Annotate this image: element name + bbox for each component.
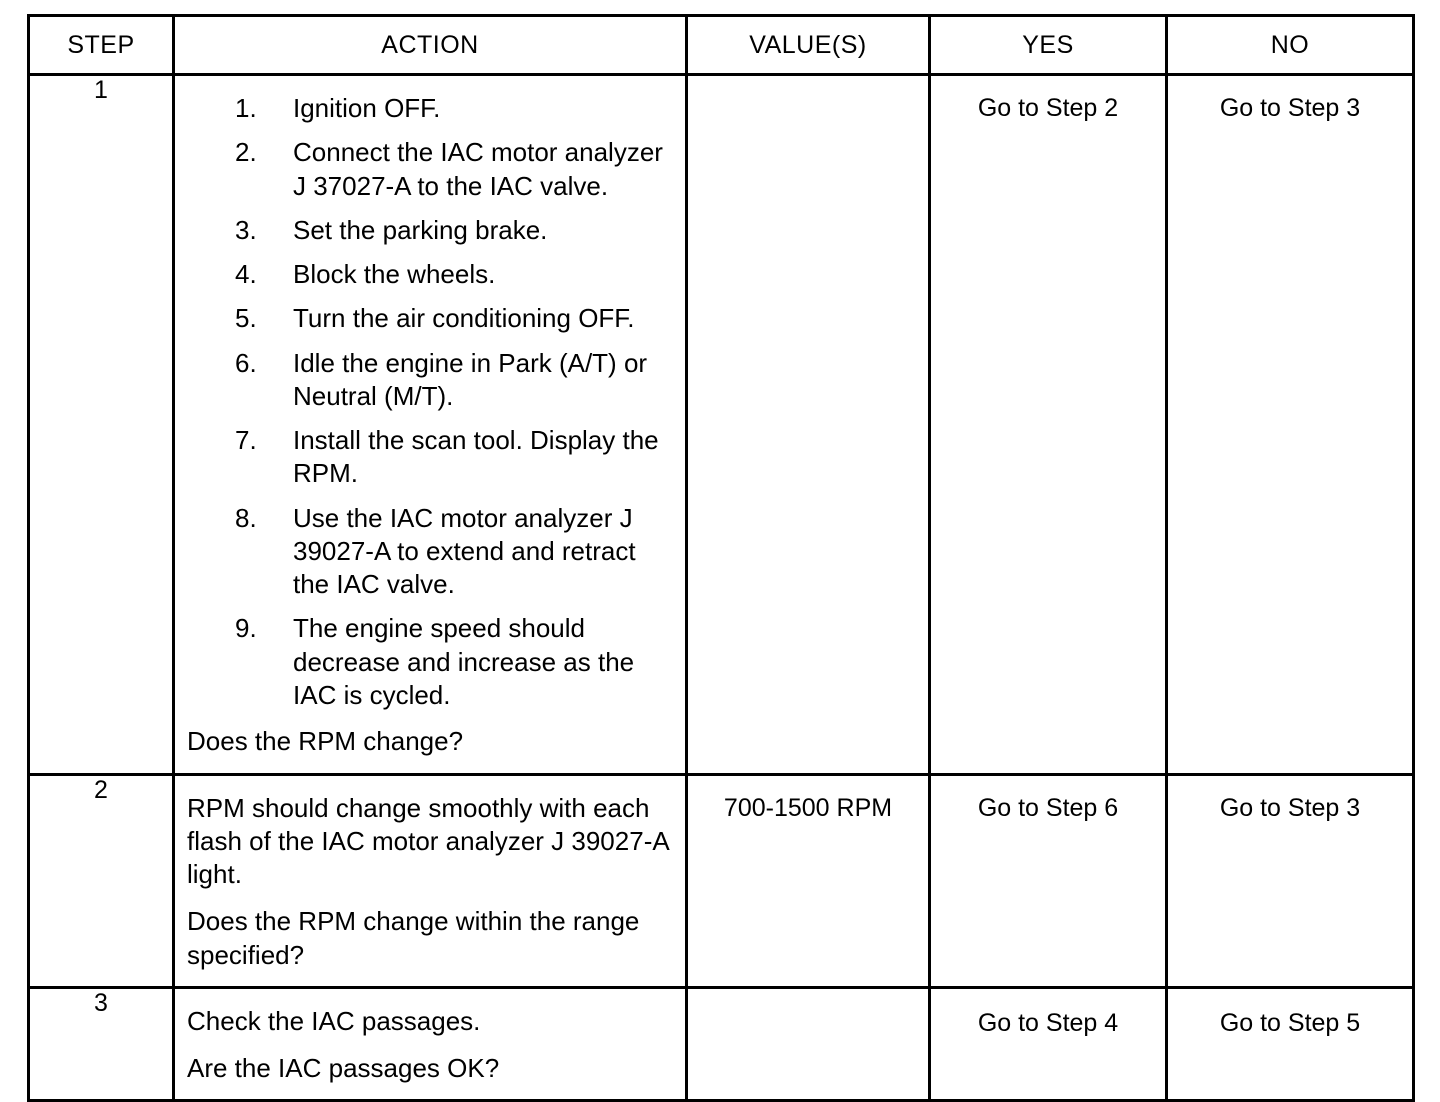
list-item-number: 6.: [235, 347, 257, 378]
value-cell: [685, 985, 931, 1102]
list-item-text: Turn the air conditioning OFF.: [293, 303, 635, 334]
value-cell: 700-1500 RPM: [685, 772, 931, 989]
action-question: Does the RPM change within the range spe…: [187, 906, 640, 970]
no-cell: Go to Step 3: [1165, 73, 1415, 776]
list-item-number: 1.: [235, 93, 257, 123]
value-cell: [685, 73, 931, 776]
list-item-text: Ignition OFF.: [293, 93, 441, 123]
diagnostic-chart-page: STEP ACTION VALUE(S) YES NO 1 1. Ignitio…: [27, 14, 1415, 1102]
list-item: 3. Set the parking brake.: [187, 214, 675, 247]
yes-text: Go to Step 6: [977, 793, 1119, 822]
value-text: [688, 76, 928, 94]
list-item-text: Set the parking brake.: [293, 214, 548, 245]
list-item-text: Idle the engine in Park (A/T) or Neutral…: [293, 347, 648, 411]
list-item-text: Connect the IAC motor analyzer J 37027-A…: [293, 137, 663, 201]
list-item-number: 7.: [235, 425, 257, 456]
list-item: 7. Install the scan tool. Display the RP…: [187, 424, 675, 491]
step-number-cell: 1: [27, 73, 175, 776]
table-row: 1 1. Ignition OFF. 2. Connect the IAC mo…: [27, 73, 1415, 776]
table-row: 3 Check the IAC passages. Are the IAC pa…: [27, 985, 1415, 1102]
list-item-number: 9.: [235, 613, 257, 644]
list-item: 6. Idle the engine in Park (A/T) or Neut…: [187, 347, 675, 414]
action-cell: RPM should change smoothly with each fla…: [172, 772, 688, 989]
action-question: Are the IAC passages OK?: [187, 1053, 500, 1084]
value-text: 700-1500 RPM: [723, 793, 893, 822]
action-step-list: 1. Ignition OFF. 2. Connect the IAC moto…: [187, 92, 675, 712]
column-header-values: VALUE(S): [685, 14, 931, 76]
action-cell: Check the IAC passages. Are the IAC pass…: [172, 985, 688, 1102]
list-item-number: 8.: [235, 502, 257, 533]
no-text: Go to Step 3: [1219, 793, 1361, 822]
no-cell: Go to Step 5: [1165, 985, 1415, 1102]
table-header-row: STEP ACTION VALUE(S) YES NO: [27, 14, 1415, 76]
yes-cell: Go to Step 2: [928, 73, 1168, 776]
action-cell: 1. Ignition OFF. 2. Connect the IAC moto…: [172, 73, 688, 776]
no-cell: Go to Step 3: [1165, 772, 1415, 989]
list-item: 4. Block the wheels.: [187, 258, 675, 291]
list-item-number: 4.: [235, 259, 257, 290]
column-header-yes: YES: [928, 14, 1168, 76]
list-item: 2. Connect the IAC motor analyzer J 3702…: [187, 136, 675, 203]
list-item-number: 5.: [235, 303, 257, 334]
table-row: 2 RPM should change smoothly with each f…: [27, 772, 1415, 989]
list-item-text: Block the wheels.: [293, 259, 496, 290]
yes-cell: Go to Step 6: [928, 772, 1168, 989]
column-header-action: ACTION: [172, 14, 688, 76]
diagnostic-table: STEP ACTION VALUE(S) YES NO 1 1. Ignitio…: [27, 14, 1415, 1102]
column-header-no: NO: [1165, 14, 1415, 76]
action-paragraph: Check the IAC passages.: [187, 1005, 481, 1036]
list-item: 8. Use the IAC motor analyzer J 39027-A …: [187, 502, 675, 602]
step-number-cell: 3: [27, 985, 175, 1102]
list-item-text: Install the scan tool. Display the RPM.: [293, 425, 659, 489]
yes-cell: Go to Step 4: [928, 985, 1168, 1102]
list-item-number: 2.: [235, 137, 257, 168]
list-item: 9. The engine speed should decrease and …: [187, 612, 675, 712]
list-item: 1. Ignition OFF.: [187, 92, 675, 125]
no-text: Go to Step 3: [1219, 94, 1361, 122]
yes-text: Go to Step 2: [977, 94, 1119, 122]
value-text: [688, 989, 928, 1009]
action-question: Does the RPM change?: [187, 726, 464, 757]
yes-text: Go to Step 4: [977, 1008, 1119, 1037]
action-paragraph: RPM should change smoothly with each fla…: [187, 792, 669, 890]
step-number-cell: 2: [27, 772, 175, 989]
column-header-step: STEP: [27, 14, 175, 76]
no-text: Go to Step 5: [1219, 1008, 1361, 1037]
list-item: 5. Turn the air conditioning OFF.: [187, 302, 675, 335]
list-item-text: The engine speed should decrease and inc…: [293, 613, 635, 710]
list-item-number: 3.: [235, 214, 257, 245]
list-item-text: Use the IAC motor analyzer J 39027-A to …: [293, 502, 636, 600]
